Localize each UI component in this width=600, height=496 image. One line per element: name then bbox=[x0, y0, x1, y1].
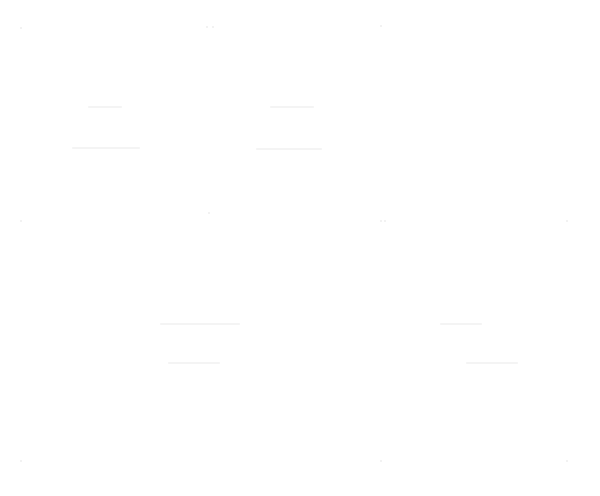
corner-mark bbox=[20, 220, 22, 222]
corner-mark bbox=[566, 460, 568, 462]
corner-mark bbox=[380, 460, 382, 462]
corner-mark bbox=[20, 27, 22, 29]
corner-mark bbox=[20, 460, 22, 462]
corner-mark bbox=[384, 220, 386, 222]
corner-mark bbox=[380, 220, 382, 222]
placeholder-line bbox=[160, 323, 240, 325]
placeholder-line bbox=[440, 323, 482, 325]
corner-mark bbox=[212, 26, 214, 28]
tile-bottom-left bbox=[0, 210, 380, 496]
tile-top-right bbox=[380, 0, 600, 210]
corner-mark bbox=[566, 220, 568, 222]
placeholder-line bbox=[256, 148, 322, 150]
placeholder-line bbox=[466, 362, 518, 364]
placeholder-line bbox=[72, 147, 140, 149]
placeholder-line bbox=[270, 106, 314, 108]
corner-mark bbox=[380, 25, 382, 27]
tile-top-left bbox=[0, 0, 200, 210]
placeholder-line bbox=[168, 362, 220, 364]
placeholder-line bbox=[88, 106, 122, 108]
tile-bottom-right bbox=[380, 210, 600, 496]
corner-mark bbox=[206, 26, 208, 28]
corner-mark bbox=[208, 212, 210, 214]
tile-top-middle bbox=[200, 0, 380, 210]
